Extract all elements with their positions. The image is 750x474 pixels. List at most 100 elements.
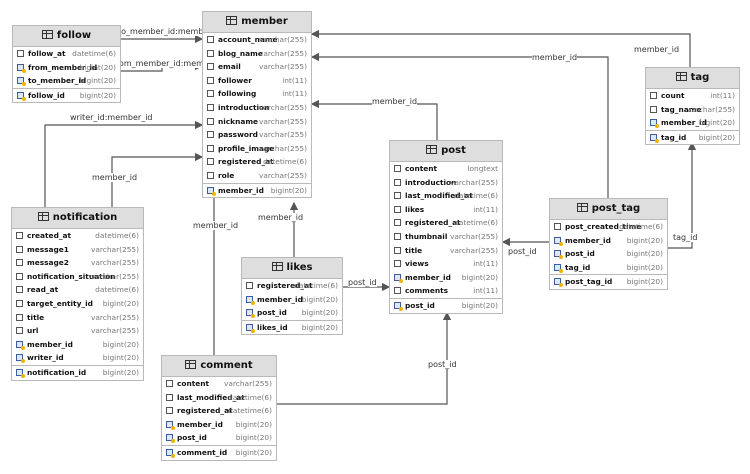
column-icon <box>166 393 173 401</box>
column-name: member_id <box>257 294 303 304</box>
table-header[interactable]: follow <box>13 26 120 47</box>
table-header[interactable]: post <box>390 141 502 162</box>
key-column-icon <box>394 301 403 311</box>
column-icon <box>394 260 401 268</box>
table-name: likes <box>286 262 313 273</box>
key-column-icon <box>17 91 26 101</box>
column-icon <box>207 131 214 139</box>
column-type: varchar(255) <box>687 104 735 114</box>
key-column-icon <box>394 273 403 283</box>
key-column-icon <box>166 434 175 444</box>
column-name: read_at <box>27 285 59 295</box>
table-icon <box>426 144 438 154</box>
column-name: registered_at <box>405 218 461 228</box>
column-icon <box>16 313 23 321</box>
column-name: follower <box>218 75 252 85</box>
relationship-label: member_id <box>193 221 239 230</box>
column-icon <box>16 299 23 307</box>
column-name: views <box>405 259 429 269</box>
column-type: bigint(20) <box>698 132 735 142</box>
table-header[interactable]: tag <box>646 68 739 89</box>
column-icon <box>650 92 657 99</box>
key-column-icon <box>166 420 175 430</box>
column-name: post_id <box>405 300 435 310</box>
key-column-icon <box>17 63 26 73</box>
table-header[interactable]: notification <box>12 208 143 229</box>
table-header[interactable]: member <box>203 12 311 33</box>
table-header[interactable]: post_tag <box>550 199 667 220</box>
edge-comment-post <box>277 311 452 405</box>
column-type: bigint(20) <box>301 322 338 332</box>
column-name: post_id <box>257 308 287 318</box>
table-header[interactable]: comment <box>162 356 276 377</box>
table-header[interactable]: likes <box>242 258 342 279</box>
key-column-icon <box>16 354 25 364</box>
